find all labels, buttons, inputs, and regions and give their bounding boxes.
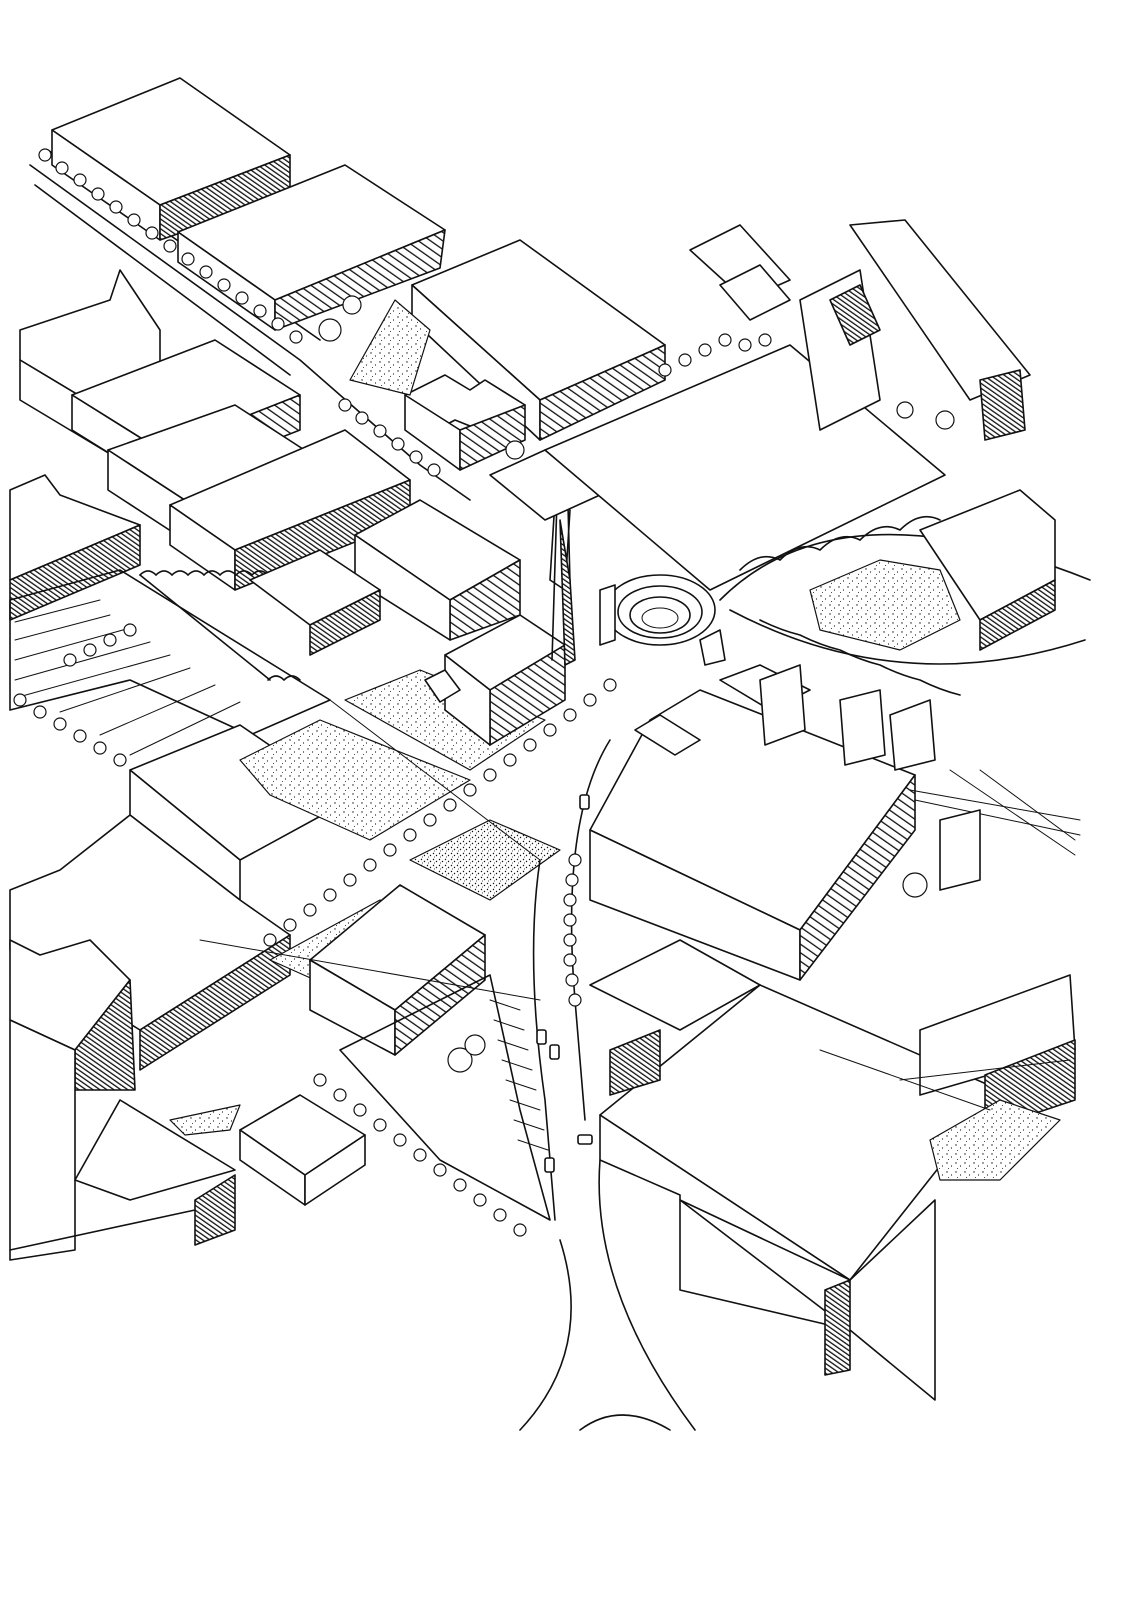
church-neighbour-buildings (249, 449, 601, 656)
street-trees (13, 148, 955, 1237)
south-central-block (239, 884, 551, 1221)
amphitheatre (599, 574, 726, 666)
church (424, 499, 576, 746)
east-curved-plaza (719, 489, 1091, 696)
cars (536, 794, 593, 1173)
north-central-block (349, 239, 666, 471)
roads (199, 699, 696, 1431)
south-east-blocks (589, 939, 1076, 1401)
north-east-plaza-block (544, 219, 1031, 591)
east-row-houses (719, 664, 936, 771)
central-east-block (589, 689, 1081, 981)
south-west-blocks (9, 939, 241, 1261)
